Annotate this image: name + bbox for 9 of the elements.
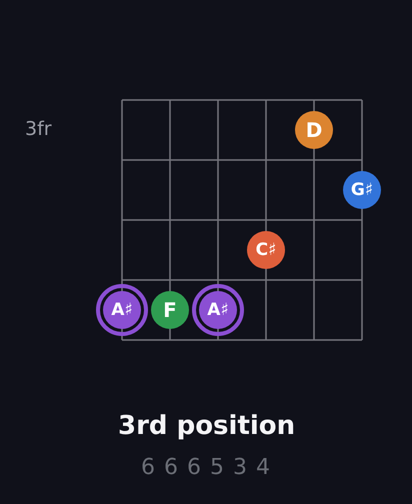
fret-sequence: 6 6 6 5 3 4 [141, 455, 271, 480]
root-note-dot: A♯ [192, 284, 244, 336]
chord-title: 3rd position [118, 411, 296, 441]
note-dot: C♯ [247, 231, 285, 269]
note-dot: F [151, 291, 189, 329]
note-dot: D [295, 111, 333, 149]
note-dot: G♯ [343, 171, 381, 209]
root-note-dot: A♯ [96, 284, 148, 336]
fret-number: 3fr [25, 118, 52, 140]
